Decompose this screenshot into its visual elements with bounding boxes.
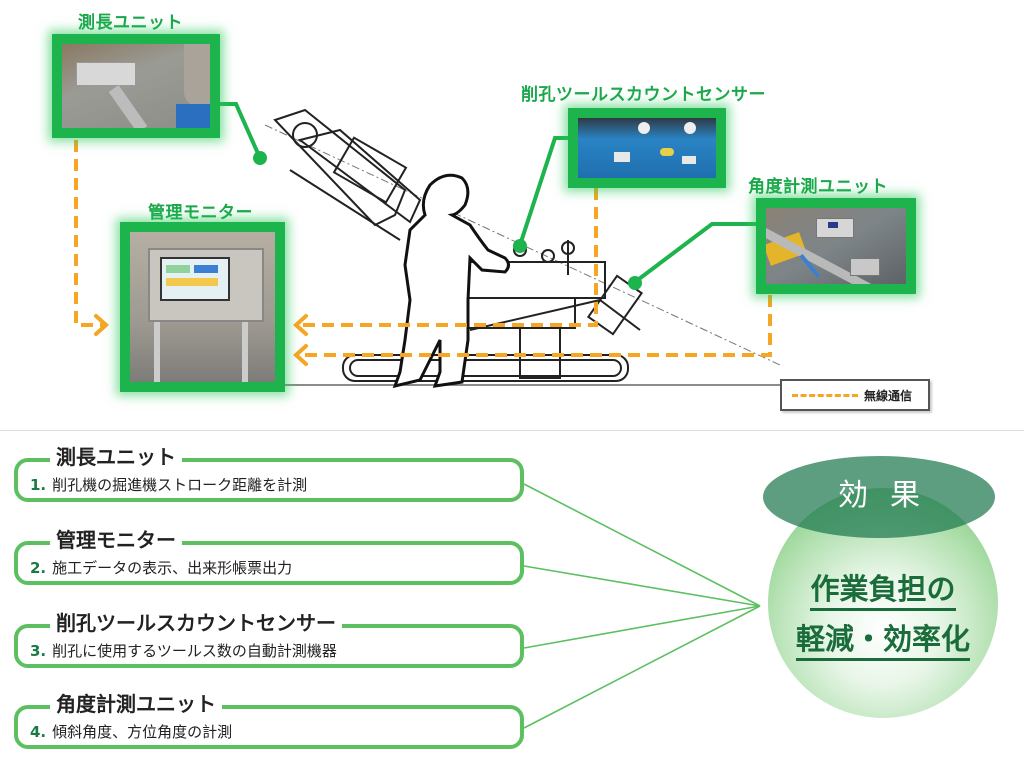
list-item-desc: 1. 削孔機の掘進機ストローク距離を計測 [30, 474, 307, 495]
tool-count-sensor-photo-frame [568, 108, 726, 188]
list-item-desc: 2. 施工データの表示、出来形帳票出力 [30, 557, 292, 578]
connector-line-2 [523, 565, 761, 607]
list-item-number: 2. [30, 559, 47, 577]
length-measurement-unit-photo [62, 44, 210, 128]
list-item-number: 3. [30, 642, 47, 660]
wireless-arrowheads [94, 314, 308, 366]
length-unit-photo-frame [52, 34, 220, 138]
unit-title-monitor: 管理モニター [148, 203, 253, 223]
effect-line-2: 軽減・効率化 [780, 616, 986, 661]
effect-line-1-text: 作業負担の [810, 572, 956, 611]
list-item-text: 施工データの表示、出来形帳票出力 [52, 559, 293, 577]
drill-machine-illustration [74, 102, 781, 389]
section-divider [0, 430, 1024, 431]
effect-line-2-text: 軽減・効率化 [795, 622, 970, 661]
wireless-links [74, 140, 772, 357]
list-item-text: 削孔機の掘進機ストローク距離を計測 [52, 476, 308, 494]
effect-label-ellipse [763, 456, 995, 538]
effect-label: 効果 [838, 478, 942, 513]
angle-unit-photo-frame [756, 198, 916, 294]
unit-title-tool-count-sensor: 削孔ツールスカウントセンサー [521, 85, 766, 105]
legend-wireless: 無線通信 [780, 379, 930, 411]
drilling-tool-count-sensor-photo [578, 118, 716, 178]
monitor-photo-frame [120, 222, 285, 392]
sensor-points [253, 151, 642, 290]
legend-dashed-line [792, 394, 858, 397]
list-item-desc: 4. 傾斜角度、方位角度の計測 [30, 721, 232, 742]
unit-title-length: 測長ユニット [78, 13, 183, 33]
crawler-track [342, 354, 629, 382]
management-monitor-photo [130, 232, 275, 382]
list-item-text: 削孔に使用するツールス数の自動計測機器 [52, 642, 337, 660]
angle-measurement-unit-photo [766, 208, 906, 284]
unit-title-angle: 角度計測ユニット [748, 177, 888, 197]
connector-line-1 [523, 483, 761, 607]
connector-line-4 [523, 605, 761, 729]
connector-line-3 [523, 605, 761, 649]
legend-label: 無線通信 [864, 389, 913, 403]
list-item-number: 1. [30, 476, 47, 494]
operator-silhouette [392, 173, 510, 389]
list-item-box [14, 705, 524, 749]
list-item-heading: 管理モニター [50, 524, 182, 553]
list-item-number: 4. [30, 723, 47, 741]
drill-mast [273, 108, 422, 241]
list-item-heading: 削孔ツールスカウントセンサー [50, 607, 342, 636]
list-item-heading: 測長ユニット [50, 441, 182, 470]
list-item-text: 傾斜角度、方位角度の計測 [52, 723, 233, 741]
list-item-desc: 3. 削孔に使用するツールス数の自動計測機器 [30, 640, 337, 661]
list-item-heading: 角度計測ユニット [50, 688, 222, 717]
effect-line-1: 作業負担の [780, 566, 986, 611]
